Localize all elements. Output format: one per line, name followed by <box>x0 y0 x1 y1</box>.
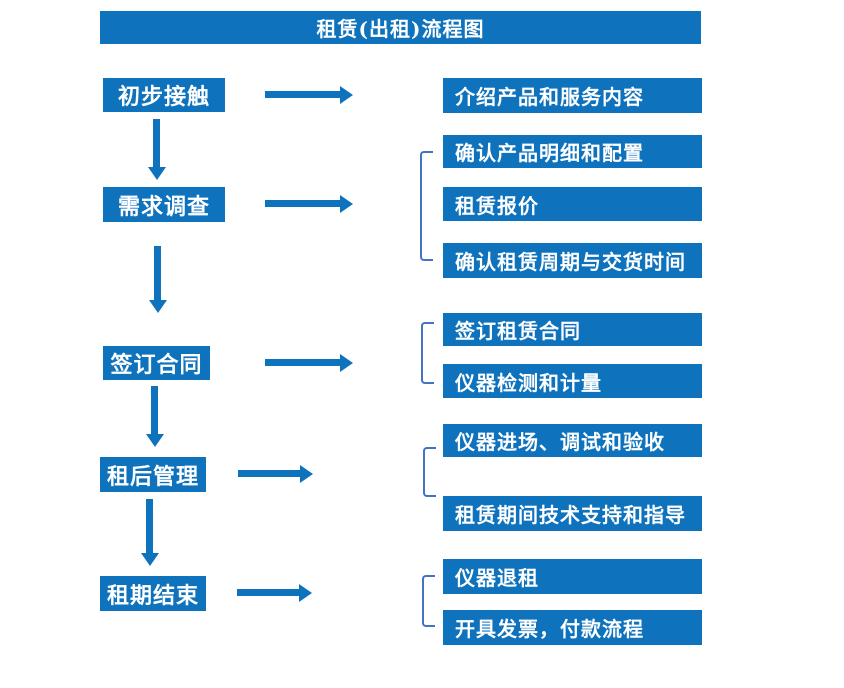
down-arrow-icon <box>141 499 159 566</box>
right-arrow-icon <box>265 354 353 372</box>
output-box-rental-quotation: 租赁报价 <box>443 187 702 221</box>
output-box-confirm-product-details: 确认产品明细和配置 <box>443 135 702 168</box>
right-arrow-icon <box>265 86 353 104</box>
right-arrow-icon <box>237 584 312 602</box>
output-box-confirm-period-delivery: 确认租赁周期与交货时间 <box>443 243 702 278</box>
down-arrow-shaft <box>154 246 161 301</box>
output-box-introduce-products: 介绍产品和服务内容 <box>443 78 702 113</box>
down-arrow-shaft <box>153 119 160 168</box>
stage-box-rental-end: 租期结束 <box>100 576 206 611</box>
down-arrow-shaft <box>146 499 153 554</box>
output-box-instrument-testing: 仪器检测和计量 <box>443 364 702 398</box>
chart-title: 租赁(出租)流程图 <box>100 11 701 44</box>
right-arrow-head <box>340 354 353 372</box>
down-arrow-icon <box>148 119 166 180</box>
down-arrow-head <box>148 167 166 180</box>
stage-box-post-rental-management: 租后管理 <box>100 457 206 492</box>
right-arrow-shaft <box>237 589 300 596</box>
output-box-instrument-return: 仪器退租 <box>443 559 702 594</box>
stage-box-demand-survey: 需求调查 <box>103 187 225 222</box>
right-arrow-head <box>340 195 353 213</box>
group-bracket-icon <box>421 322 434 384</box>
right-arrow-head <box>300 465 313 483</box>
right-arrow-icon <box>238 465 313 483</box>
down-arrow-icon <box>146 386 164 447</box>
right-arrow-shaft <box>265 359 341 366</box>
down-arrow-head <box>146 434 164 447</box>
down-arrow-head <box>141 553 159 566</box>
right-arrow-shaft <box>265 91 341 98</box>
right-arrow-icon <box>265 195 353 213</box>
group-bracket-icon <box>423 447 436 497</box>
right-arrow-head <box>299 584 312 602</box>
right-arrow-shaft <box>265 200 341 207</box>
stage-box-initial-contact: 初步接触 <box>103 78 225 112</box>
group-bracket-icon <box>422 575 435 627</box>
down-arrow-shaft <box>151 386 158 435</box>
right-arrow-shaft <box>238 470 301 477</box>
right-arrow-head <box>340 86 353 104</box>
output-box-sign-rental-contract: 签订租赁合同 <box>443 313 702 346</box>
output-box-invoice-payment: 开具发票，付款流程 <box>443 610 702 645</box>
stage-box-sign-contract: 签订合同 <box>103 346 210 380</box>
output-box-instrument-setup-acceptance: 仪器进场、调试和验收 <box>443 424 702 457</box>
output-box-technical-support: 租赁期间技术支持和指导 <box>443 496 702 531</box>
down-arrow-head <box>149 300 167 313</box>
down-arrow-icon <box>149 246 167 313</box>
group-bracket-icon <box>420 151 433 261</box>
